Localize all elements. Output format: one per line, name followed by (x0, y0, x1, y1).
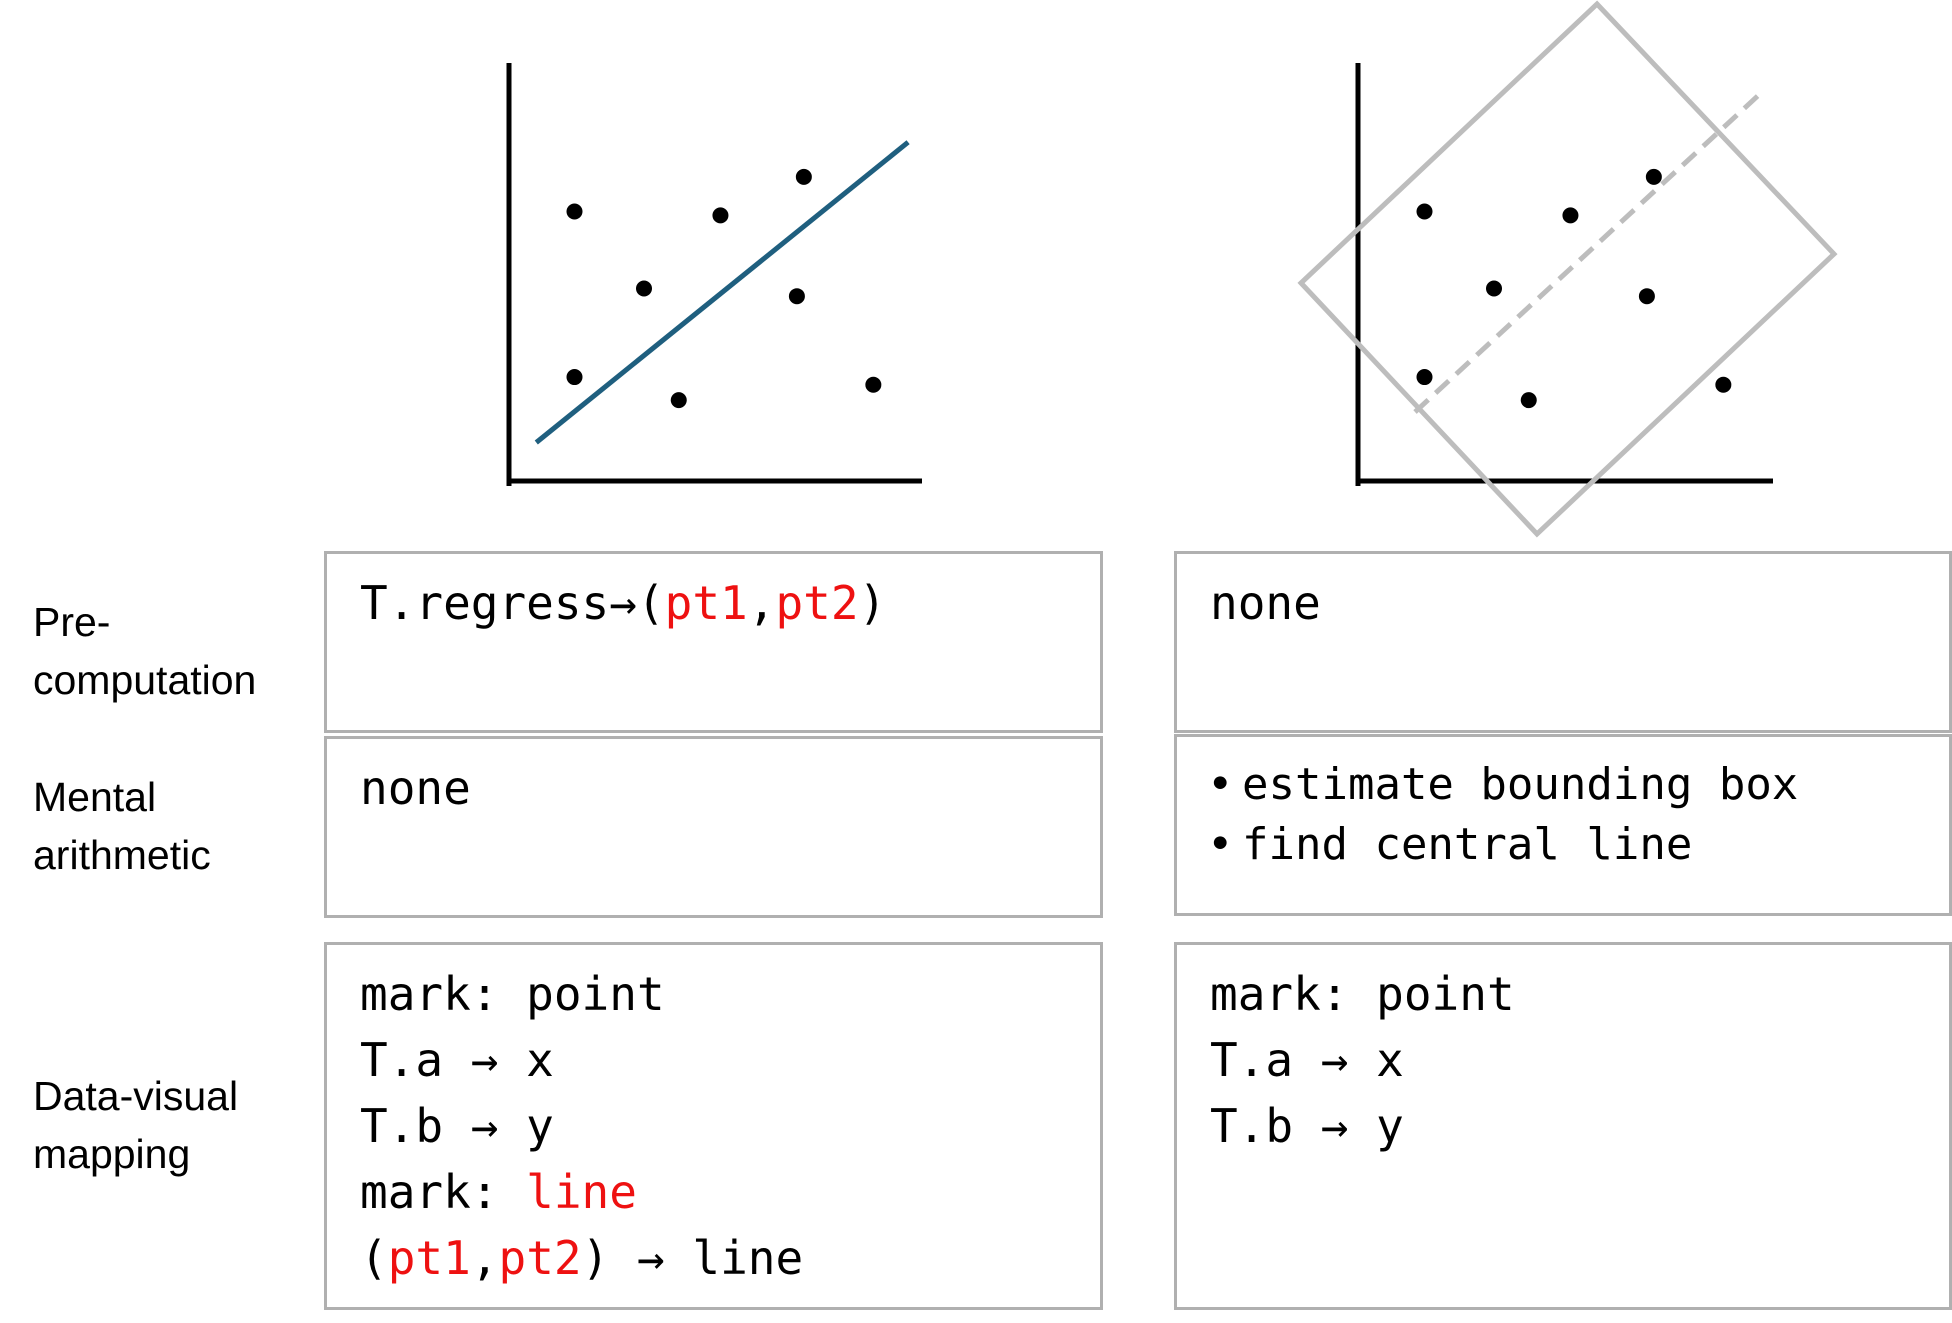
bullet-icon: • (1207, 759, 1234, 810)
scatter-point (865, 376, 882, 393)
right-precomputation-box: none (1174, 551, 1952, 733)
scatter-point (566, 203, 583, 220)
scatter-point (1645, 168, 1662, 185)
left-scatter-plot (506, 63, 922, 486)
mark-prefix: mark: (360, 1165, 527, 1219)
scatter-points (566, 168, 882, 409)
scatter-point (1715, 376, 1732, 393)
none-text: none (360, 761, 471, 815)
pt1-token: pt1 (664, 576, 748, 630)
bullet-list: •estimate bounding box•find central line (1177, 737, 1949, 875)
scatter-point (1520, 392, 1537, 409)
label-line: Mental (33, 774, 157, 820)
mapping-line: T.b → y (1210, 1099, 1404, 1153)
label-line: Pre- (33, 599, 111, 645)
row-label-data-visual-mapping: Data-visual mapping (33, 1067, 238, 1183)
pt2-token: pt2 (775, 576, 859, 630)
mapping-line: mark: point (360, 967, 665, 1021)
scatter-point (1416, 203, 1433, 220)
mapping-line: T.a → x (360, 1033, 554, 1087)
label-line: mapping (33, 1131, 191, 1177)
bullet-text: find central line (1242, 819, 1693, 870)
scatter-point (1416, 369, 1433, 386)
row-label-precomputation: Pre- computation (33, 593, 256, 709)
label-line: Data-visual (33, 1073, 239, 1119)
row-label-mental-arithmetic: Mental arithmetic (33, 768, 211, 884)
bounding-box (1297, 0, 1838, 538)
scatter-point (670, 392, 687, 409)
scatter-point (636, 280, 652, 297)
right-mental-box: •estimate bounding box•find central line (1174, 734, 1952, 916)
mapping-line: (pt1,pt2) → line (360, 1225, 1100, 1291)
bullet-icon: • (1207, 819, 1234, 870)
scatter-point (1638, 288, 1655, 305)
comma: , (747, 576, 776, 630)
code-text: none (1177, 554, 1949, 636)
right-scatter-plot (1297, 0, 1838, 538)
pt2-token: pt2 (498, 1231, 582, 1285)
code-prefix: T.regress→( (360, 576, 665, 630)
regression-line (534, 140, 910, 445)
scatter-point (566, 369, 583, 386)
code-suffix: ) (858, 576, 887, 630)
mapping-line: T.a → x (1210, 1033, 1404, 1087)
label-line: arithmetic (33, 832, 211, 878)
bullet-item: •find central line (1207, 815, 1949, 875)
mapping-line: mark: line (360, 1159, 1100, 1225)
mapping-line: T.b → y (360, 1099, 554, 1153)
scatter-point (1486, 280, 1502, 297)
pt1-token: pt1 (387, 1231, 471, 1285)
scatter-point (1562, 207, 1579, 224)
scatter-point (788, 288, 805, 305)
open-paren: ( (360, 1231, 388, 1285)
scatter-point (712, 207, 729, 224)
comma: , (470, 1231, 499, 1285)
code-text: none (327, 739, 1100, 821)
label-line: computation (33, 657, 257, 703)
line-mark-token: line (526, 1165, 637, 1219)
mapping-rest: ) → line (581, 1231, 804, 1285)
mapping-line: mark: point (1210, 967, 1515, 1021)
none-text: none (1210, 576, 1321, 630)
scatter-point (795, 168, 812, 185)
bullet-text: estimate bounding box (1242, 759, 1799, 810)
left-precomputation-box: T.regress→(pt1,pt2) (324, 551, 1103, 733)
bullet-item: •estimate bounding box (1207, 755, 1949, 815)
central-line (1413, 90, 1764, 414)
code-text: T.regress→(pt1,pt2) (327, 554, 1100, 636)
scatter-points (1416, 168, 1732, 409)
left-mental-box: none (324, 736, 1103, 918)
